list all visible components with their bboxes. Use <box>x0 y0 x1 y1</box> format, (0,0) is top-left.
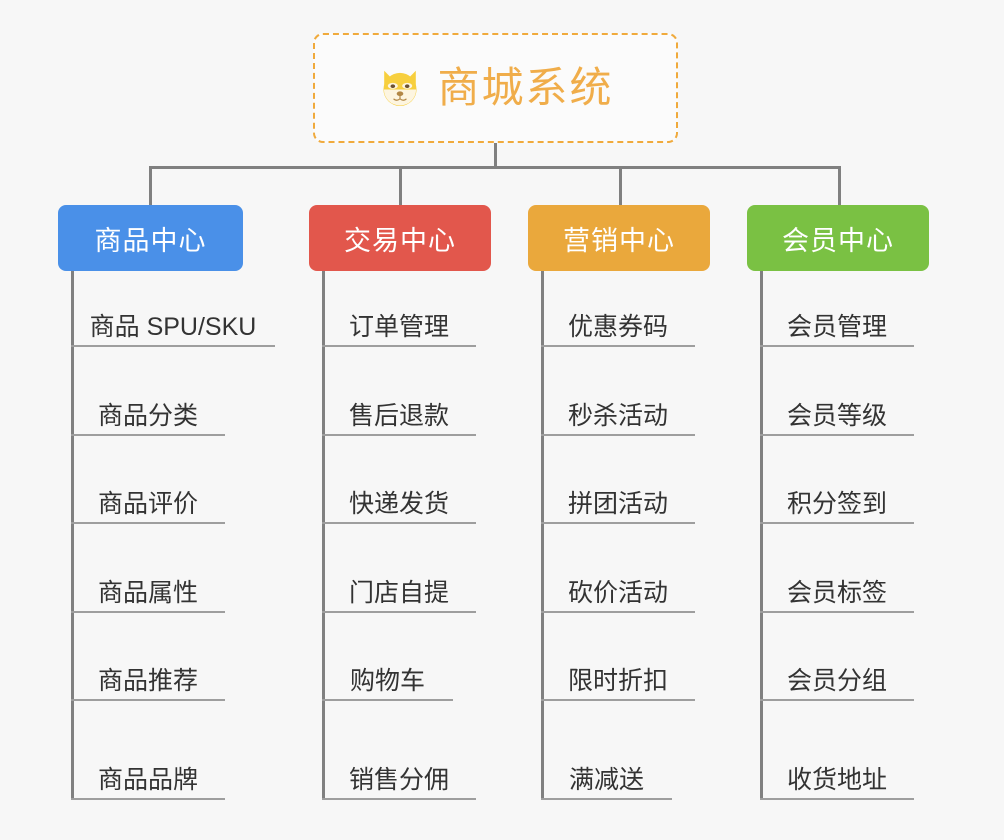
leaf-label-2-5: 购物车 <box>349 666 425 695</box>
leaf-label-3-3: 拼团活动 <box>567 489 668 518</box>
leaf-label-4-1: 会员管理 <box>786 312 887 341</box>
branch-drop-line-1 <box>149 166 152 208</box>
leaf-item-1-5[interactable]: 商品推荐 <box>71 633 225 701</box>
leaf-label-3-2: 秒杀活动 <box>567 401 668 430</box>
leaf-item-2-1[interactable]: 订单管理 <box>322 279 476 347</box>
category-header-1[interactable]: 商品中心 <box>58 205 243 271</box>
leaf-label-2-4: 门店自提 <box>348 578 449 607</box>
root-stem-line <box>494 143 497 168</box>
leaf-item-4-3[interactable]: 积分签到 <box>760 456 914 524</box>
leaf-item-3-3[interactable]: 拼团活动 <box>541 456 695 524</box>
leaf-item-3-6[interactable]: 满减送 <box>541 732 672 800</box>
category-label-1: 商品中心 <box>94 225 207 256</box>
leaf-label-4-2: 会员等级 <box>786 401 887 430</box>
leaf-item-1-2[interactable]: 商品分类 <box>71 368 225 436</box>
leaf-item-1-3[interactable]: 商品评价 <box>71 456 225 524</box>
category-label-2: 交易中心 <box>344 225 456 256</box>
leaf-item-2-2[interactable]: 售后退款 <box>322 368 476 436</box>
leaf-item-2-3[interactable]: 快递发货 <box>322 456 476 524</box>
leaf-label-4-4: 会员标签 <box>786 578 887 607</box>
leaf-label-3-1: 优惠券码 <box>567 312 668 341</box>
category-label-3: 营销中心 <box>563 225 675 256</box>
branch-drop-line-2 <box>399 166 402 208</box>
leaf-item-2-5[interactable]: 购物车 <box>322 633 453 701</box>
leaf-label-1-6: 商品品牌 <box>97 765 198 794</box>
leaf-item-3-2[interactable]: 秒杀活动 <box>541 368 695 436</box>
leaf-item-4-6[interactable]: 收货地址 <box>760 732 914 800</box>
leaf-item-3-5[interactable]: 限时折扣 <box>541 633 695 701</box>
category-label-4: 会员中心 <box>782 225 894 256</box>
branch-drop-line-3 <box>619 166 622 208</box>
leaf-item-3-1[interactable]: 优惠券码 <box>541 279 695 347</box>
leaf-item-4-1[interactable]: 会员管理 <box>760 279 914 347</box>
leaf-label-4-6: 收货地址 <box>786 765 887 794</box>
leaf-item-4-4[interactable]: 会员标签 <box>760 545 914 613</box>
branch-bus-line <box>150 166 840 169</box>
branch-trunk-3 <box>541 271 544 800</box>
leaf-label-4-3: 积分签到 <box>786 489 887 518</box>
branch-drop-line-4 <box>838 166 841 208</box>
leaf-label-2-1: 订单管理 <box>348 312 449 341</box>
leaf-label-1-4: 商品属性 <box>97 578 198 607</box>
leaf-label-1-5: 商品推荐 <box>97 666 198 695</box>
leaf-item-3-4[interactable]: 砍价活动 <box>541 545 695 613</box>
leaf-item-2-6[interactable]: 销售分佣 <box>322 732 476 800</box>
leaf-item-4-5[interactable]: 会员分组 <box>760 633 914 701</box>
root-title: 商城系统 <box>437 64 614 111</box>
leaf-label-2-3: 快递发货 <box>348 489 449 518</box>
leaf-item-1-1[interactable]: 商品 SPU/SKU <box>71 279 275 347</box>
leaf-item-2-4[interactable]: 门店自提 <box>322 545 476 613</box>
leaf-label-3-4: 砍价活动 <box>567 578 668 607</box>
branch-trunk-4 <box>760 271 763 800</box>
root-node[interactable]: 商城系统 <box>313 33 678 143</box>
leaf-label-3-5: 限时折扣 <box>567 666 668 695</box>
leaf-label-2-2: 售后退款 <box>348 401 449 430</box>
category-header-3[interactable]: 营销中心 <box>528 205 710 271</box>
leaf-label-1-1: 商品 SPU/SKU <box>89 312 257 341</box>
category-header-2[interactable]: 交易中心 <box>309 205 491 271</box>
branch-trunk-2 <box>322 271 325 800</box>
leaf-label-1-3: 商品评价 <box>97 489 198 518</box>
leaf-label-1-2: 商品分类 <box>97 401 198 430</box>
leaf-label-2-6: 销售分佣 <box>348 765 449 794</box>
leaf-label-4-5: 会员分组 <box>786 666 887 695</box>
branch-trunk-1 <box>71 271 74 800</box>
dog-face-icon <box>383 70 418 106</box>
leaf-label-3-6: 满减送 <box>568 765 644 794</box>
leaf-item-1-4[interactable]: 商品属性 <box>71 545 225 613</box>
category-header-4[interactable]: 会员中心 <box>747 205 929 271</box>
leaf-item-4-2[interactable]: 会员等级 <box>760 368 914 436</box>
leaf-item-1-6[interactable]: 商品品牌 <box>71 732 225 800</box>
